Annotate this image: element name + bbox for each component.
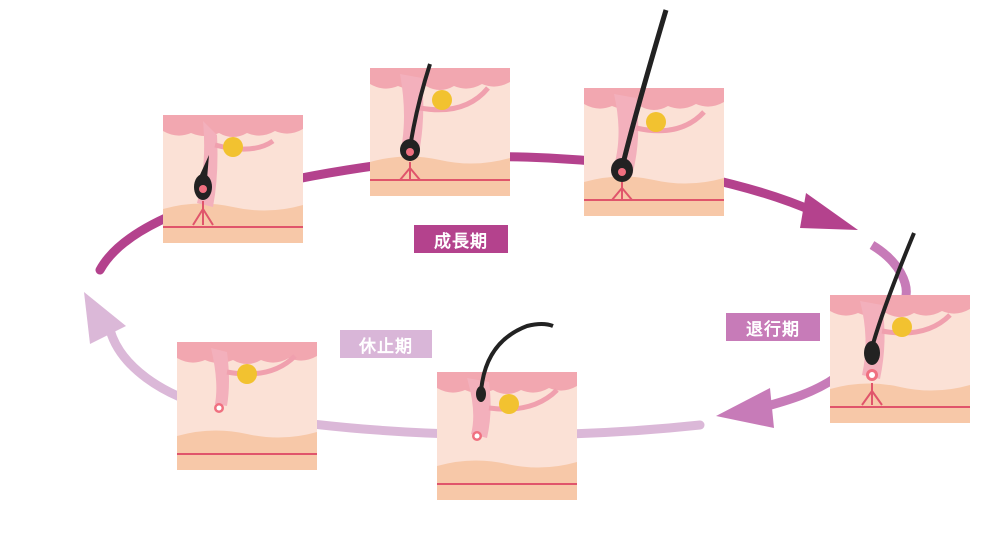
skin-section xyxy=(369,67,511,197)
hair-bulb xyxy=(864,341,880,365)
catagen-phase-label: 退行期 xyxy=(726,313,820,341)
telogen-phase-label: 休止期 xyxy=(340,330,432,358)
stage-full-anagen-tile xyxy=(583,9,725,217)
sebaceous-gland xyxy=(432,90,452,110)
stage-telogen-tile xyxy=(176,341,318,471)
growth-arrowhead xyxy=(800,193,858,230)
hair-shaft xyxy=(619,9,669,169)
growth-phase-label: 成長期 xyxy=(414,225,508,253)
skin-section xyxy=(583,87,725,217)
stage-anagen-tile xyxy=(369,63,511,197)
sebaceous-gland xyxy=(237,364,257,384)
skin-section xyxy=(162,114,304,244)
hair-club xyxy=(476,386,486,402)
sebaceous-gland xyxy=(223,137,243,157)
sebaceous-gland xyxy=(499,394,519,414)
telogen-arrowhead xyxy=(84,292,126,344)
stage-early-telogen-tile xyxy=(436,322,578,501)
skin-section xyxy=(176,341,318,471)
catagen-arrowhead xyxy=(716,388,774,428)
hair-shaft xyxy=(479,322,554,393)
stage-early-anagen-tile xyxy=(162,114,304,244)
stage-catagen-tile xyxy=(829,232,971,424)
sebaceous-gland xyxy=(646,112,666,132)
sebaceous-gland xyxy=(892,317,912,337)
